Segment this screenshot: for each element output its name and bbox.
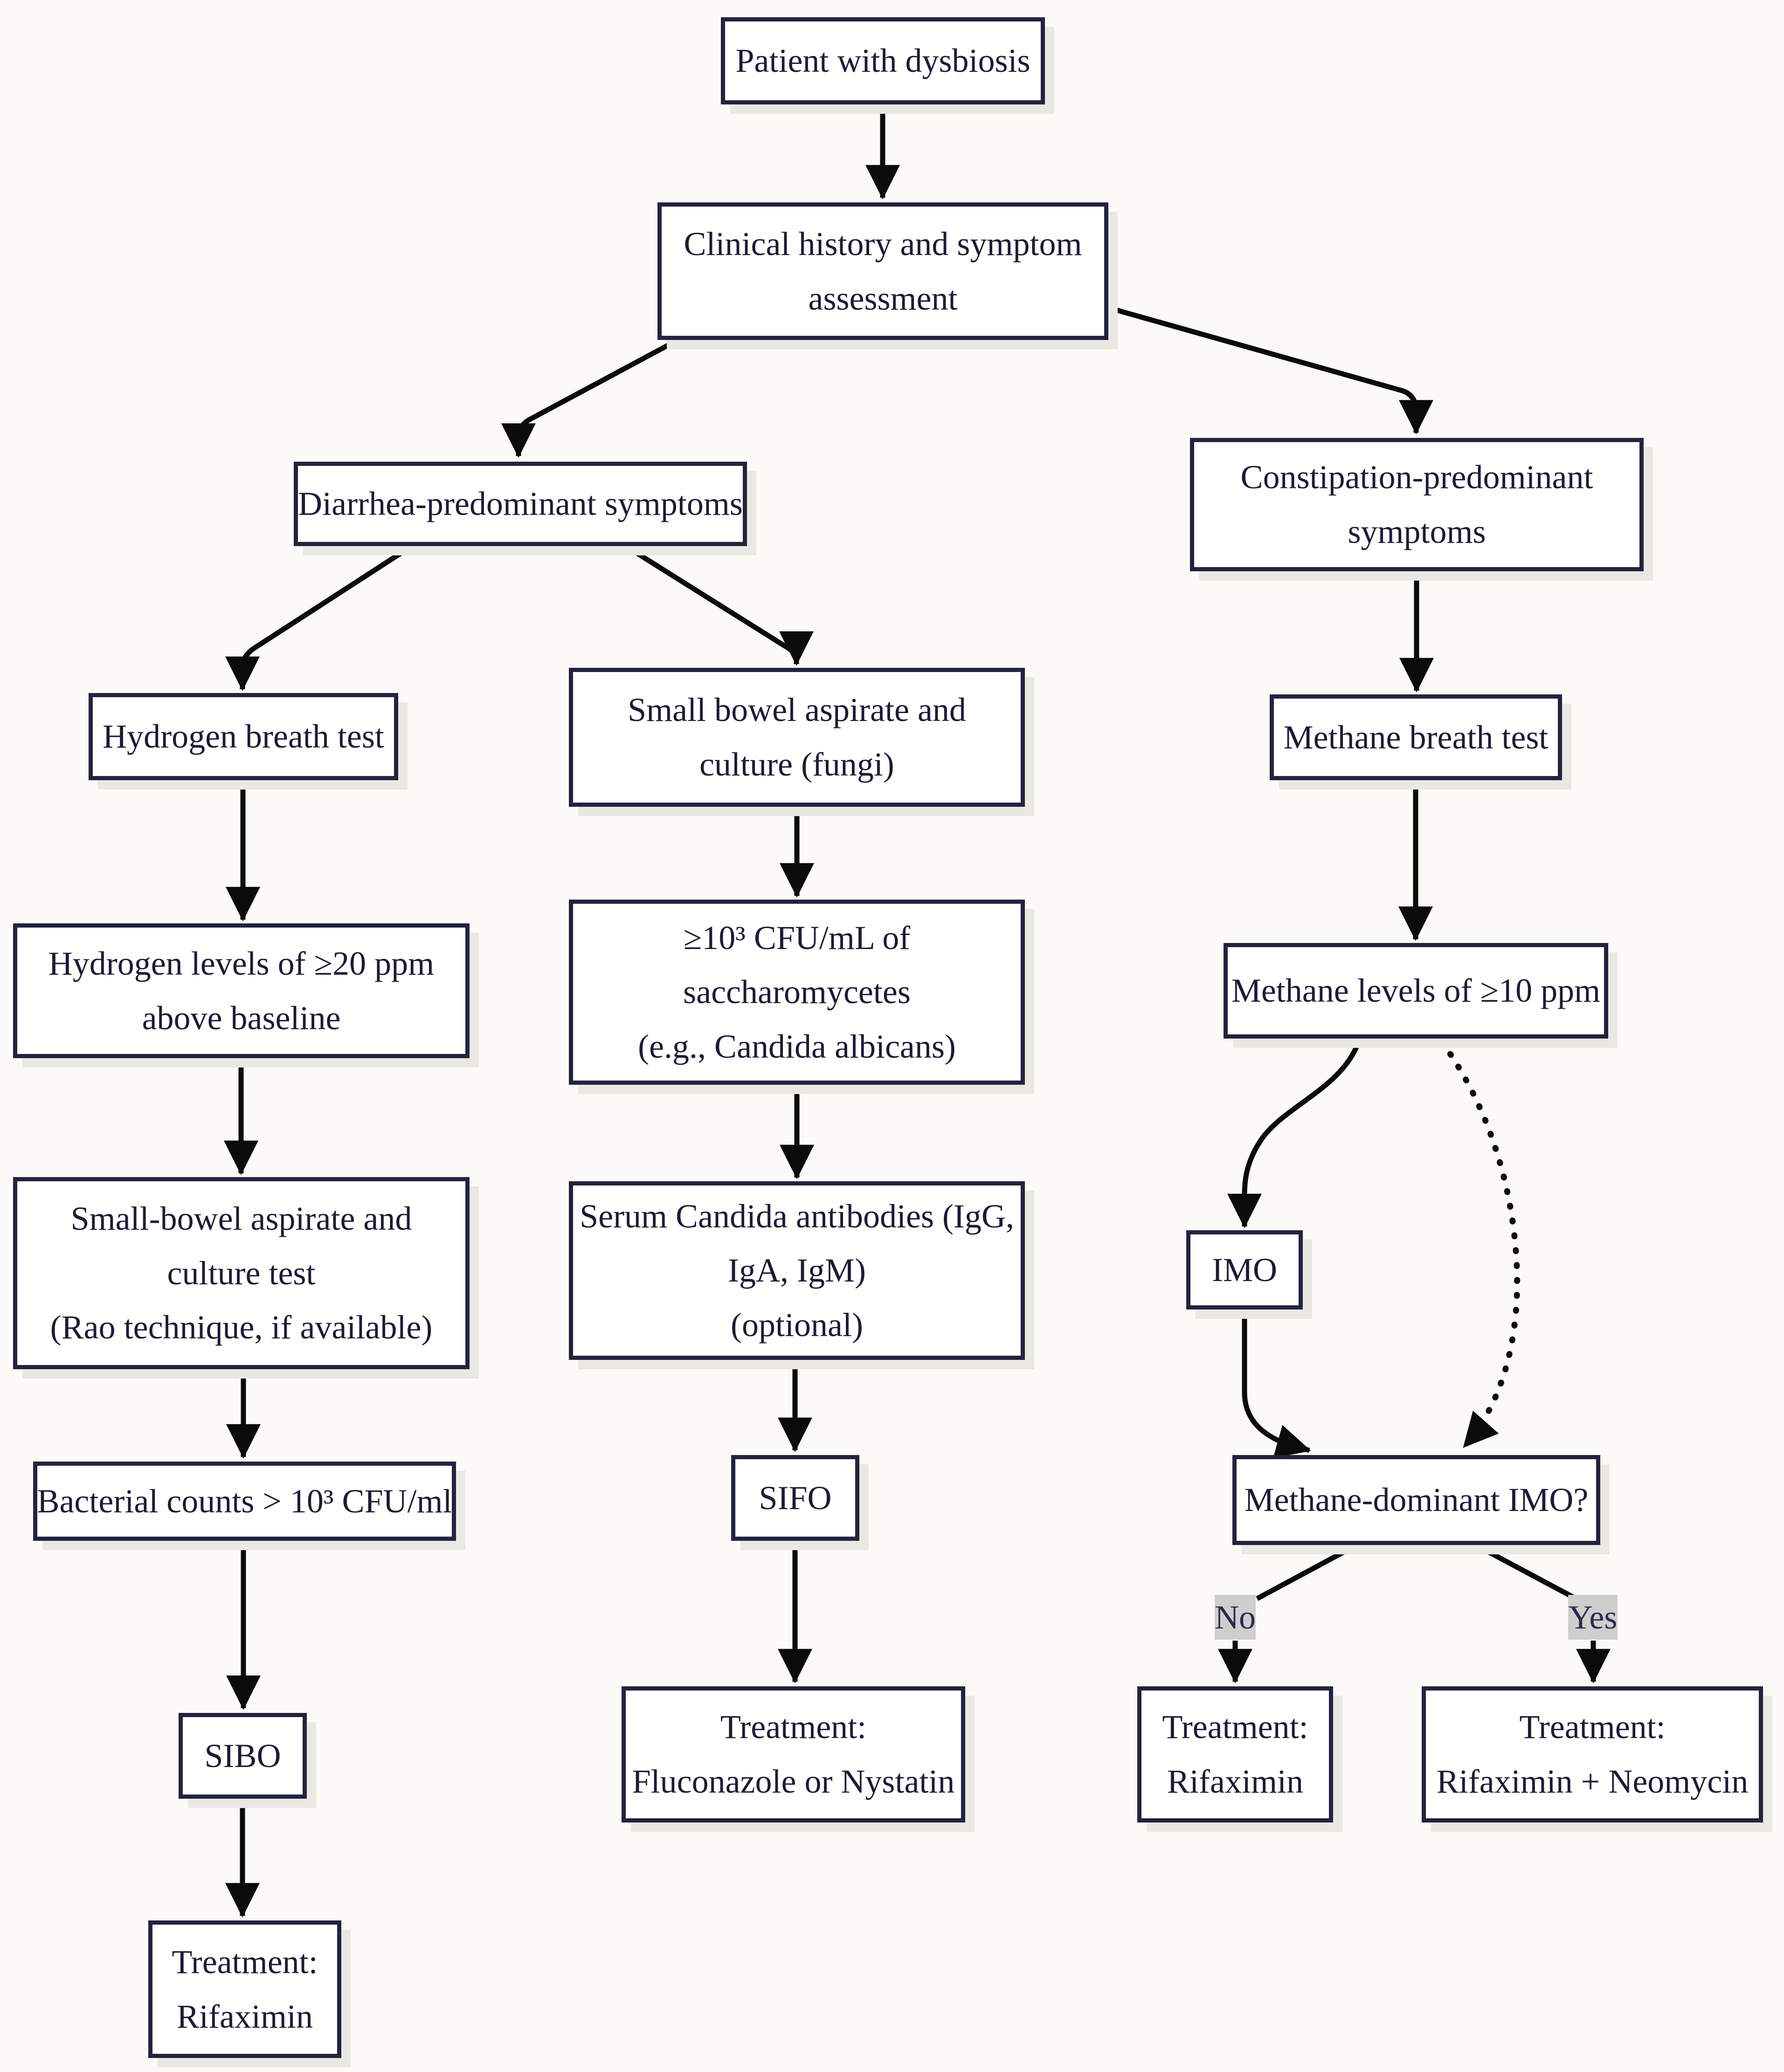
node-label: Rifaximin bbox=[177, 1997, 313, 2035]
node-label: SIBO bbox=[204, 1737, 281, 1774]
node-label: Rifaximin + Neomycin bbox=[1436, 1763, 1749, 1800]
node-treatment-rifaximin-sibo: Treatment: Rifaximin bbox=[148, 1920, 341, 2058]
edge-imo-to-question bbox=[1242, 1311, 1311, 1458]
edge-methane-levels-to-imo bbox=[1227, 1039, 1362, 1228]
node-label: Hydrogen breath test bbox=[103, 718, 384, 755]
node-label: Treatment: bbox=[720, 1708, 867, 1746]
edge-diarrhea-to-fungi bbox=[626, 545, 814, 666]
node-label: Methane levels of ≥10 ppm bbox=[1231, 972, 1601, 1010]
node-methane-levels-threshold: Methane levels of ≥10 ppm bbox=[1224, 943, 1608, 1039]
node-label: Clinical history and symptom bbox=[684, 225, 1082, 263]
edge-clinical-to-constipation bbox=[1107, 305, 1433, 435]
node-label: Small bowel aspirate and bbox=[628, 691, 966, 729]
node-label: (e.g., Candida albicans) bbox=[638, 1027, 956, 1065]
edge-clinical-to-diarrhea bbox=[501, 339, 678, 458]
node-treatment-fluconazole-nystatin: Treatment: Fluconazole or Nystatin bbox=[622, 1686, 965, 1823]
node-label: saccharomycetes bbox=[683, 973, 911, 1011]
node-methane-breath-test: Methane breath test bbox=[1270, 694, 1562, 780]
node-imo: IMO bbox=[1186, 1230, 1303, 1310]
edge-question-to-yes bbox=[1478, 1545, 1577, 1601]
node-label: above baseline bbox=[142, 999, 341, 1037]
node-label: Methane breath test bbox=[1283, 718, 1549, 756]
node-hydrogen-breath-test: Hydrogen breath test bbox=[89, 693, 398, 780]
node-label: Rifaximin bbox=[1167, 1763, 1303, 1800]
node-bacterial-counts-threshold: Bacterial counts > 10³ CFU/ml bbox=[33, 1462, 456, 1541]
node-small-bowel-aspirate-culture-test-rao: Small-bowel aspirate and culture test (R… bbox=[13, 1177, 470, 1369]
edge-question-to-no bbox=[1256, 1545, 1355, 1601]
node-label: Treatment: bbox=[1519, 1708, 1666, 1746]
node-clinical-history-assessment: Clinical history and symptom assessment bbox=[657, 202, 1108, 340]
node-label: Treatment: bbox=[1162, 1708, 1308, 1746]
node-treatment-rifaximin-no-branch: Treatment: Rifaximin bbox=[1137, 1686, 1333, 1823]
node-small-bowel-aspirate-culture-fungi: Small bowel aspirate and culture (fungi) bbox=[569, 668, 1025, 807]
node-label: symptoms bbox=[1348, 513, 1486, 550]
node-label: Patient with dysbiosis bbox=[735, 42, 1030, 80]
node-serum-candida-antibodies: Serum Candida antibodies (IgG, IgA, IgM)… bbox=[569, 1181, 1025, 1360]
node-label: SIFO bbox=[759, 1479, 832, 1517]
node-sibo: SIBO bbox=[179, 1713, 307, 1799]
node-label: (optional) bbox=[731, 1306, 863, 1344]
node-label: Treatment: bbox=[172, 1943, 318, 1981]
node-label: Serum Candida antibodies (IgG, bbox=[580, 1197, 1014, 1235]
node-diarrhea-predominant-symptoms: Diarrhea-predominant symptoms bbox=[294, 462, 747, 546]
node-label: assessment bbox=[808, 279, 958, 317]
branch-label-no: No bbox=[1215, 1595, 1256, 1640]
node-label: IMO bbox=[1212, 1251, 1277, 1289]
node-treatment-rifaximin-neomycin: Treatment: Rifaximin + Neomycin bbox=[1422, 1686, 1763, 1823]
node-label: Bacterial counts > 10³ CFU/ml bbox=[37, 1482, 452, 1520]
node-label: IgA, IgM) bbox=[728, 1252, 866, 1289]
node-label: ≥10³ CFU/mL of bbox=[683, 919, 911, 956]
branch-label-yes: Yes bbox=[1568, 1595, 1618, 1640]
node-label: Methane-dominant IMO? bbox=[1244, 1481, 1589, 1519]
node-label: culture (fungi) bbox=[699, 746, 894, 783]
node-cfu-saccharomycetes: ≥10³ CFU/mL of saccharomycetes (e.g., Ca… bbox=[569, 900, 1025, 1085]
node-constipation-predominant-symptoms: Constipation-predominant symptoms bbox=[1190, 438, 1644, 571]
node-label: (Rao technique, if available) bbox=[50, 1309, 433, 1346]
node-label: Hydrogen levels of ≥20 ppm bbox=[48, 944, 435, 982]
node-label: Small-bowel aspirate and bbox=[70, 1200, 412, 1238]
edge-diarrhea-to-hydrogen-test bbox=[225, 545, 412, 691]
node-sifo: SIFO bbox=[731, 1455, 859, 1541]
node-hydrogen-levels-threshold: Hydrogen levels of ≥20 ppm above baselin… bbox=[13, 923, 470, 1058]
node-label: Diarrhea-predominant symptoms bbox=[298, 485, 743, 523]
node-label: Fluconazole or Nystatin bbox=[632, 1763, 955, 1800]
node-patient-with-dysbiosis: Patient with dysbiosis bbox=[721, 17, 1045, 104]
node-label: Constipation-predominant bbox=[1240, 458, 1593, 496]
node-label: culture test bbox=[167, 1254, 316, 1292]
edge-methane-levels-to-question-dotted bbox=[1438, 1039, 1521, 1450]
node-methane-dominant-imo-question: Methane-dominant IMO? bbox=[1232, 1455, 1600, 1545]
